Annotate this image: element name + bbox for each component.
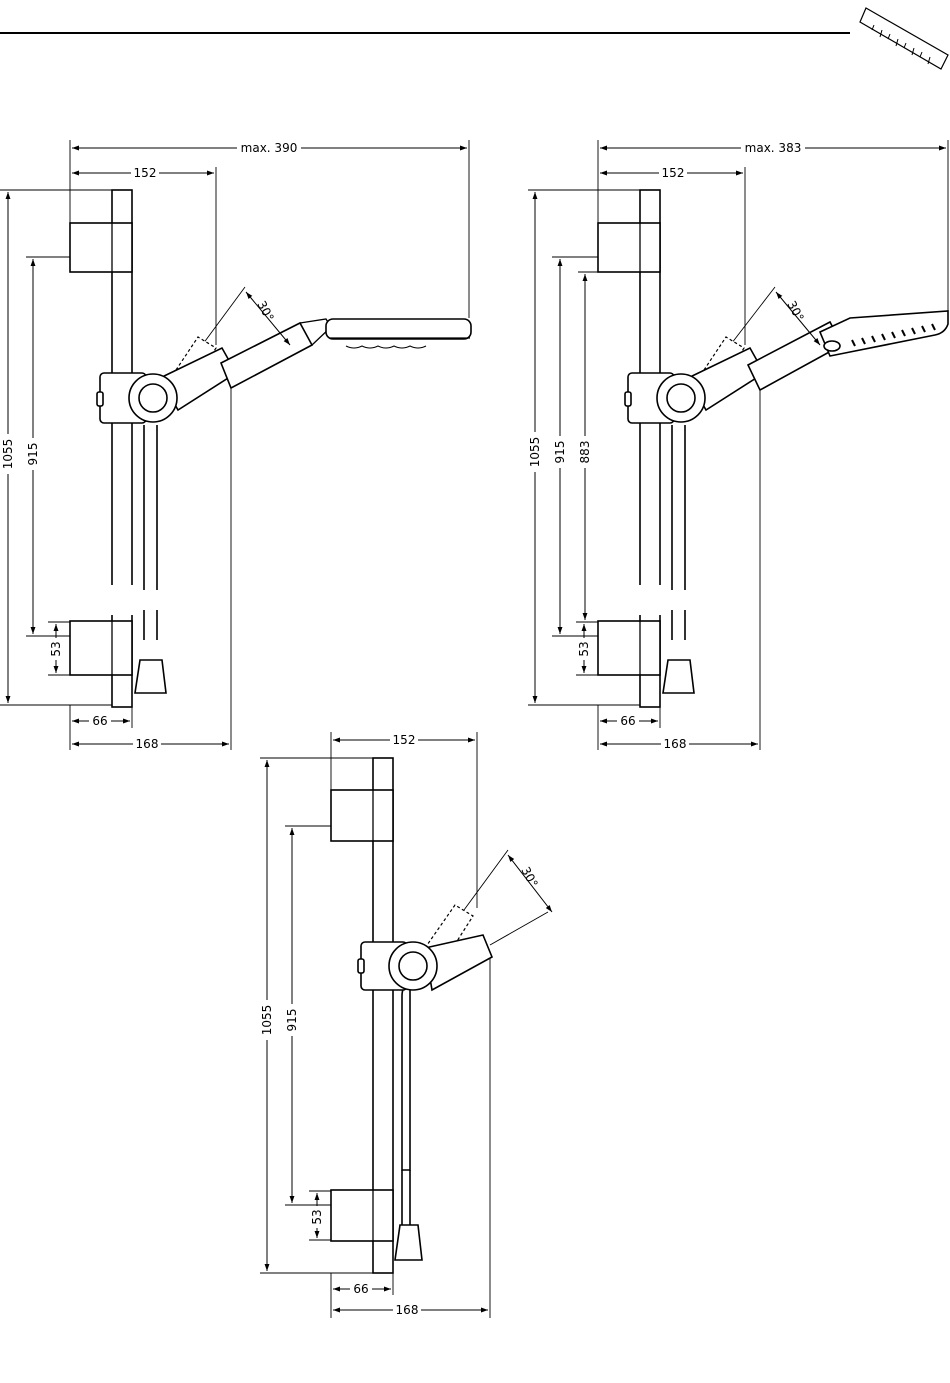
ruler-icon	[860, 8, 948, 69]
dim-spacing-label: 152	[662, 166, 685, 180]
dim-holder-label: 53	[577, 641, 591, 656]
drawing-top-left: max. 390 152 1055 915 53 66 168 30°	[0, 140, 471, 752]
dim-spacing-label: 152	[393, 733, 416, 747]
dim-angle-label: 30°	[254, 298, 276, 323]
dim-angle-label: 30°	[518, 864, 540, 889]
drawing-bottom: 152 1055 915 53 66 168 30°	[259, 732, 552, 1318]
dim-height-inner-label: 915	[285, 1009, 299, 1032]
dim-base-depth-label: 66	[92, 714, 107, 728]
dim-max-width-label: max. 383	[745, 141, 802, 155]
dim-total-depth-label: 168	[396, 1303, 419, 1317]
dim-height-total-label: 1055	[260, 1005, 274, 1036]
dim-height-total-label: 1055	[528, 437, 542, 468]
dim-base-depth-label: 66	[353, 1282, 368, 1296]
dim-angle-label: 30°	[784, 298, 806, 323]
drawing-top-right: max. 383 152 1055 915 883 53 66 168 30°	[527, 140, 948, 752]
dim-base-depth-label: 66	[620, 714, 635, 728]
dim-total-depth-label: 168	[136, 737, 159, 751]
dim-total-depth-label: 168	[664, 737, 687, 751]
dim-height-inner-label: 915	[553, 441, 567, 464]
dim-height-inner-label: 915	[26, 443, 40, 466]
dim-spacing-label: 152	[134, 166, 157, 180]
dim-height-total-label: 1055	[1, 439, 15, 470]
dim-holder-label: 53	[49, 641, 63, 656]
dim-height-alt-label: 883	[578, 441, 592, 464]
dim-max-width-label: max. 390	[241, 141, 298, 155]
dim-holder-label: 53	[310, 1209, 324, 1224]
